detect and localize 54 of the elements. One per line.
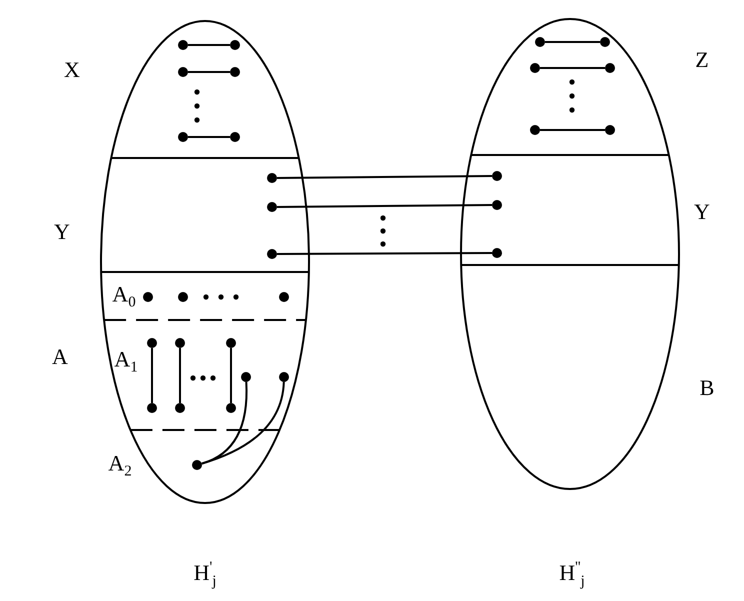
vertex-dot: [178, 292, 188, 302]
vertex-dot: [147, 403, 157, 413]
graph-edge: [151, 348, 153, 403]
set-label: X: [64, 59, 80, 81]
set-label: B: [700, 377, 714, 399]
set-label: A$_{2}$: [108, 452, 132, 480]
vertex-dot: [175, 403, 185, 413]
graph-edge: [545, 41, 600, 43]
vertex-dot: [230, 67, 240, 77]
vertex-dot: [492, 248, 502, 258]
vertex-dot: [178, 40, 188, 50]
vertex-dot: [600, 37, 610, 47]
vertex-dot: [492, 200, 502, 210]
vertex-dot: [230, 40, 240, 50]
vertex-dot: [226, 403, 236, 413]
set-label: A: [52, 346, 68, 368]
graph-edge: [540, 129, 605, 131]
vertex-dot: [267, 202, 277, 212]
vertex-dot: [535, 37, 545, 47]
graph-edge: [277, 175, 492, 179]
vertex-dot: [241, 372, 251, 382]
vertex-dot: [178, 132, 188, 142]
graph-edge: [277, 204, 492, 208]
vertex-dot: [143, 292, 153, 302]
vertex-dot: [605, 63, 615, 73]
vertex-dot: [492, 171, 502, 181]
graph-edge: [188, 44, 230, 46]
vertex-dot: [147, 338, 157, 348]
graph-edge: [179, 348, 181, 403]
set-label: Z: [695, 49, 709, 71]
graph-edge: [540, 67, 605, 69]
vertex-dot: [605, 125, 615, 135]
vertex-dot: [530, 63, 540, 73]
vertex-dot: [279, 372, 289, 382]
graph-edge: [230, 348, 232, 403]
graph-edge: [188, 71, 230, 73]
ellipse-region: [100, 20, 310, 504]
ellipse-region: [460, 18, 680, 490]
set-label: A$_{0}$: [112, 283, 136, 311]
vertex-dot: [226, 338, 236, 348]
graph-edge: [277, 252, 492, 255]
vertex-dot: [192, 460, 202, 470]
vertex-dot: [267, 173, 277, 183]
graph-edge: [188, 136, 230, 138]
vertex-dot: [279, 292, 289, 302]
vertex-dot: [267, 249, 277, 259]
vertex-dot: [530, 125, 540, 135]
graph-edge: [201, 382, 285, 465]
vertex-dot: [230, 132, 240, 142]
set-label: Y: [694, 201, 710, 223]
vertex-dot: [175, 338, 185, 348]
vertex-dot: [178, 67, 188, 77]
set-label: A$_{1}$: [114, 348, 138, 376]
set-label: Y: [54, 221, 70, 243]
